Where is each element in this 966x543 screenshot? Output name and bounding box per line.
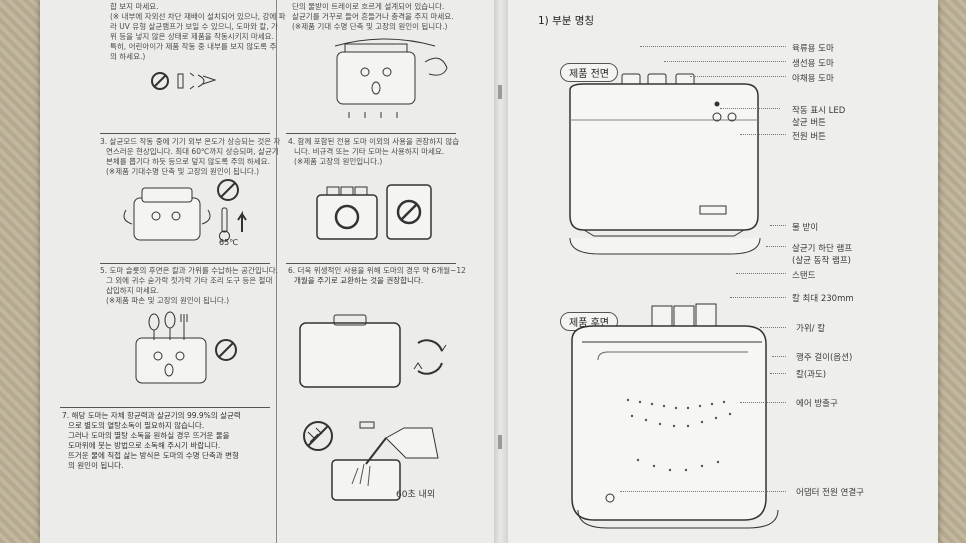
text-line: 으로 별도의 열탕소독이 필요하지 않습니다. (68, 421, 205, 430)
text-line: (※제품 고장의 원인입니다.) (294, 157, 383, 166)
text-line: 위 등을 넣지 않은 상태로 제품을 작동시키지 마세요. (110, 32, 274, 41)
binding-staple (498, 435, 502, 449)
back-view-illustration (571, 303, 779, 529)
text-line: 연스러운 현상입니다. 최대 60℃까지 상승되며, 살균기 (106, 147, 279, 156)
leader-line (740, 402, 786, 403)
text-line: (※제품 기대 수명 단축 및 고장의 원인이 됩니다.) (292, 22, 448, 31)
text-line: 도마위에 붓는 방법으로 소독해 주시기 바랍니다. (68, 441, 221, 450)
section-title: 1) 부분 명칭 (538, 15, 595, 27)
text-line: 7. 해당 도마는 자체 항균력과 살균기의 99.9%의 살균력 (62, 411, 241, 420)
leader-line (740, 134, 786, 135)
temperature-label: 65℃ (219, 238, 239, 247)
section-rule (100, 133, 270, 134)
text-line: 살균기를 거꾸로 들어 흔들거나 충격을 주지 마세요. (292, 12, 454, 21)
text-line: 6. 더욱 위생적인 사용을 위해 도마의 경우 약 6개월~12 (288, 266, 466, 275)
text-line: 그 외에 귀수 숟가락 젓가락 기타 조리 도구 등은 절대 (106, 276, 273, 285)
label-knife-max: 칼 최대 230mm (792, 294, 854, 304)
leader-line (720, 108, 780, 109)
label-scissors-knife: 가위/ 칼 (796, 324, 826, 334)
text-line: 5. 도마 슬롯의 후면은 칼과 가위를 수납하는 공간입니다. (100, 266, 279, 275)
text-line: 단의 물받이 트레이로 흐르게 설계되어 있습니다. (292, 2, 445, 11)
utensils-device-illustration (135, 311, 237, 384)
leader-line (770, 373, 786, 374)
front-view-badge: 제품 전면 (560, 63, 618, 82)
text-line: 개월을 주기로 교환하는 것을 권장합니다. (294, 276, 424, 285)
leader-line (760, 327, 786, 328)
text-line: (※제품 파손 및 고장의 원인이 됩니다.) (106, 296, 230, 305)
binding-staple (498, 85, 502, 99)
section-rule (286, 263, 456, 264)
text-line: 라 UV 유형 살균램프가 보일 수 있으니, 도마와 칼, 가 (110, 22, 278, 31)
text-line: 삽입하지 마세요. (106, 286, 160, 295)
section-rule (100, 263, 270, 264)
kettle-time-label: 60초 내외 (396, 490, 436, 500)
text-line: (※제품 기대수명 단축 및 고장의 원인이 됩니다.) (106, 167, 260, 176)
leader-line (664, 61, 786, 62)
text-line: 특히, 어린아이가 제품 작동 중 내부를 보지 않도록 주 (110, 42, 277, 51)
leader-line (730, 297, 786, 298)
label-bottom-lamp-sub: (살균 동작 램프) (792, 256, 851, 266)
text-line: 4. 함께 포함된 전용 도마 이외의 사용을 권장하지 않습 (288, 137, 460, 146)
leader-line (766, 246, 786, 247)
text-line: 본체를 뽑기다 하듯 등으로 덮지 않도록 주의 하세요. (106, 157, 270, 166)
label-meat-board: 육류용 도마 (792, 44, 834, 54)
label-paring-knife: 칼(과도) (796, 370, 827, 380)
label-bottom-lamp: 살균기 하단 램프 (792, 244, 853, 254)
text-line: 3. 살균모드 작동 중에 기기 외부 온도가 상승되는 것은 자 (100, 137, 281, 146)
front-view-illustration (569, 73, 761, 255)
section-rule (286, 133, 456, 134)
book-gutter (494, 0, 508, 543)
kettle-sterilize-illustration (303, 421, 439, 501)
label-fish-board: 생선용 도마 (792, 59, 834, 69)
upside-down-device-illustration (334, 38, 448, 118)
section-rule (60, 407, 270, 408)
label-power-button: 전원 버튼 (792, 132, 826, 142)
column-divider (276, 0, 277, 543)
label-sterilize-button: 살균 버튼 (792, 118, 826, 128)
cutting-boards-allowed-illustration (316, 184, 432, 240)
leader-line (770, 225, 786, 226)
text-line: 합 보지 마세요. (110, 2, 159, 11)
leader-line (620, 491, 786, 492)
leader-line (736, 273, 786, 274)
text-line: 의 원인이 됩니다. (68, 461, 124, 470)
label-vegetable-board: 야채용 도마 (792, 74, 834, 84)
label-drip-tray: 물 받이 (792, 223, 819, 233)
label-adapter-port: 어댑터 전원 연결구 (796, 488, 864, 498)
hot-device-illustration (123, 179, 247, 242)
replace-board-illustration (299, 314, 447, 388)
label-towel-hanger: 행주 걸이(옵션) (796, 353, 853, 363)
leader-line (640, 46, 786, 47)
text-line: 의 하세요.) (110, 52, 146, 61)
air-vent-dots (626, 398, 732, 472)
label-stand: 스탠드 (792, 271, 816, 281)
text-line: 뜨거운 물에 직접 삶는 방식은 도마의 수명 단축과 변형 (68, 451, 239, 460)
text-line: (※ 내부에 자외선 차단 재배이 설치되어 있으나, 강에 파 (110, 12, 286, 21)
label-air-outlet: 에어 방출구 (796, 399, 838, 409)
leader-line (690, 76, 786, 77)
text-line: 그러나 도마의 멸탕 소독을 원하실 경우 뜨거운 물을 (68, 431, 230, 440)
text-line: 니다. 비규격 또는 기타 도마는 사용하지 마세요. (294, 147, 445, 156)
leader-line (772, 356, 786, 357)
label-status-led: 작동 표시 LED (792, 106, 846, 116)
no-look-icon (151, 72, 217, 90)
